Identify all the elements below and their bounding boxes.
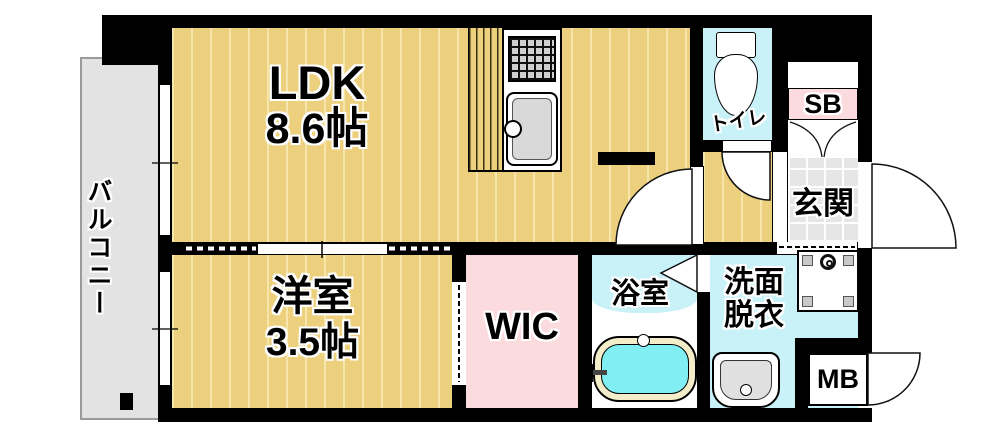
shoe-box-door-arc-right <box>823 121 857 158</box>
wic-floor <box>466 255 578 408</box>
bathroom-door-opening <box>697 255 710 292</box>
wall-toilet-right <box>772 15 788 152</box>
washer-pan-icon <box>797 250 859 312</box>
meter-box-door-swing <box>867 352 921 406</box>
washer-pan-corner <box>843 255 854 266</box>
sink-faucet-icon <box>504 120 522 138</box>
balcony-label: バルコニー <box>84 178 112 318</box>
balcony-area <box>80 57 168 420</box>
hallway-floor <box>703 152 775 243</box>
entrance-step-strip <box>772 152 788 242</box>
vanity-sink-icon <box>712 352 780 408</box>
toilet-door-leaf <box>722 140 772 152</box>
entrance-door-swing <box>871 163 957 249</box>
western-room-size: 3.5帖 <box>265 321 360 365</box>
bathtub-faucet-handle <box>593 370 607 375</box>
meter-box-label: MB <box>817 364 859 394</box>
wall-top <box>102 15 872 28</box>
bathtub-water <box>601 344 689 394</box>
western-room-name: 洋室 <box>271 273 354 319</box>
bathtub-icon <box>586 334 697 402</box>
wall-left-upper <box>158 28 172 85</box>
ldk-door-leaf <box>690 166 704 245</box>
wall-mb-left <box>795 353 808 408</box>
ldk-floor <box>172 28 703 243</box>
western-room-floor <box>172 255 452 408</box>
ldk-name: LDK <box>268 56 366 109</box>
wic-folding-door <box>452 282 466 385</box>
ldk-label: LDK 8.6帖 <box>212 58 422 152</box>
ldk-size: 8.6帖 <box>265 105 369 154</box>
wall-bottom <box>158 408 872 422</box>
wall-toilet-left <box>690 15 703 170</box>
window-ldk <box>158 85 172 235</box>
wall-bathroom-right <box>697 292 710 408</box>
washer-pan-corner <box>802 255 813 266</box>
shoe-box-label: SB <box>804 89 842 119</box>
washer-drain-dot <box>826 260 833 267</box>
washer-pan-corner <box>843 296 854 307</box>
kitchen-counter-hatch <box>468 28 502 172</box>
washroom-line2: 脱衣 <box>724 299 784 332</box>
stove-icon <box>508 36 556 82</box>
kitchen-sink-icon <box>504 92 558 166</box>
wall-balcony-post <box>120 393 133 410</box>
wall-right-lower <box>858 248 872 353</box>
wall-shoebox-block <box>787 15 872 62</box>
vanity-drain-icon <box>740 384 752 396</box>
bathroom-label: 浴室 <box>610 278 669 310</box>
washroom-label: 洗面 脱衣 <box>706 266 802 332</box>
wall-mb-top <box>795 338 870 353</box>
ldk-sliding-door-panel <box>257 243 388 255</box>
bathtub-faucet-icon <box>586 364 593 382</box>
wall-wic-right <box>578 242 592 408</box>
western-room-label: 洋室 3.5帖 <box>210 272 415 366</box>
shoe-box <box>788 88 858 120</box>
entrance-label: 玄関 <box>792 186 854 221</box>
washer-pan-corner <box>802 296 813 307</box>
entrance-tile-floor <box>788 158 858 242</box>
wic-label: WIC <box>485 306 559 348</box>
wall-ldk-stub <box>598 152 655 165</box>
window-western-room <box>158 272 172 385</box>
shoe-box-door-arc-left <box>789 121 823 158</box>
washroom-line1: 洗面 <box>724 266 784 299</box>
bathtub-drain-icon <box>637 334 650 347</box>
meter-box <box>808 353 868 406</box>
